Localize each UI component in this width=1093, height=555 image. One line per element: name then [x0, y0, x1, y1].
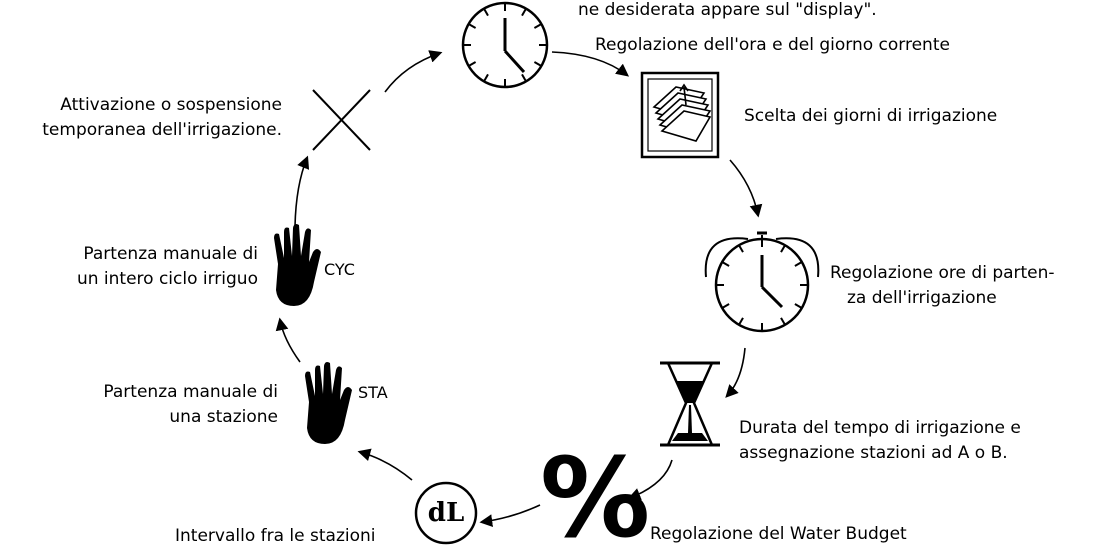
label-duration-1: Durata del tempo di irrigazione e	[739, 418, 1021, 438]
label-manual-cycle-2: un intero ciclo irriguo	[76, 269, 258, 289]
label-duration-2: assegnazione stazioni ad A o B.	[739, 443, 1008, 463]
label-start-times-2: za dell'irrigazione	[847, 288, 997, 308]
label-station-interval: Intervallo fra le stazioni	[175, 526, 376, 546]
label-water-budget: Regolazione del Water Budget	[650, 524, 907, 544]
arrow-alarm-to-hourglass	[725, 347, 746, 398]
calendar-icon	[640, 71, 720, 159]
arrow-x-to-clock	[384, 50, 443, 93]
label-on-off-1: Attivazione o sospensione	[60, 95, 282, 115]
hand-icon-cyc	[274, 224, 321, 306]
arrow-hourglass-to-percent	[627, 459, 673, 501]
cyc-tag: CYC	[324, 260, 355, 279]
label-start-times-1: Regolazione ore di parten-	[830, 263, 1055, 283]
hourglass-icon	[660, 361, 720, 447]
arrow-clock-to-calendar	[551, 51, 630, 77]
arrow-dl-to-sta	[357, 448, 413, 481]
arrow-calendar-to-alarm	[729, 159, 763, 218]
label-on-off-2: temporanea dell'irrigazione.	[42, 120, 282, 140]
hand-icon-sta	[305, 362, 352, 444]
arrow-sta-to-cyc	[275, 317, 301, 363]
label-manual-station-2: una stazione	[169, 407, 278, 427]
dl-icon: dL	[427, 498, 465, 528]
label-calendar-days: Scelta dei giorni di irrigazione	[744, 106, 998, 126]
label-manual-station-1: Partenza manuale di	[103, 382, 278, 402]
arrow-cyc-to-x	[294, 155, 310, 227]
label-manual-cycle-1: Partenza manuale di	[83, 244, 258, 264]
sta-tag: STA	[358, 383, 388, 402]
off-x-icon	[312, 89, 371, 151]
percent-icon: %	[540, 434, 651, 555]
arrow-percent-to-dl	[479, 504, 541, 527]
top-note: ne desiderata appare sul "display".	[578, 0, 877, 20]
alarm-clock-icon	[704, 231, 820, 333]
clock-icon	[461, 1, 549, 89]
cycle-arrows	[275, 50, 763, 527]
dl-circle-outline	[414, 481, 478, 545]
label-clock-time: Regolazione dell'ora e del giorno corren…	[595, 35, 950, 55]
